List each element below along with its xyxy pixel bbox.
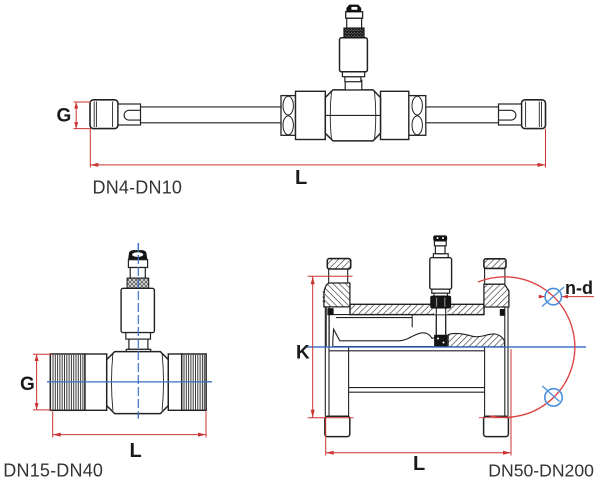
svg-text:L: L	[130, 440, 142, 462]
svg-text:DN15-DN40: DN15-DN40	[3, 461, 103, 481]
svg-text:L: L	[295, 167, 307, 189]
svg-text:L: L	[413, 453, 425, 475]
svg-text:G: G	[20, 374, 35, 395]
svg-text:K: K	[296, 343, 310, 364]
svg-text:n-d: n-d	[565, 278, 593, 298]
svg-text:DN50-DN200: DN50-DN200	[488, 461, 594, 481]
svg-text:DN4-DN10: DN4-DN10	[93, 178, 183, 198]
svg-text:G: G	[57, 106, 72, 127]
